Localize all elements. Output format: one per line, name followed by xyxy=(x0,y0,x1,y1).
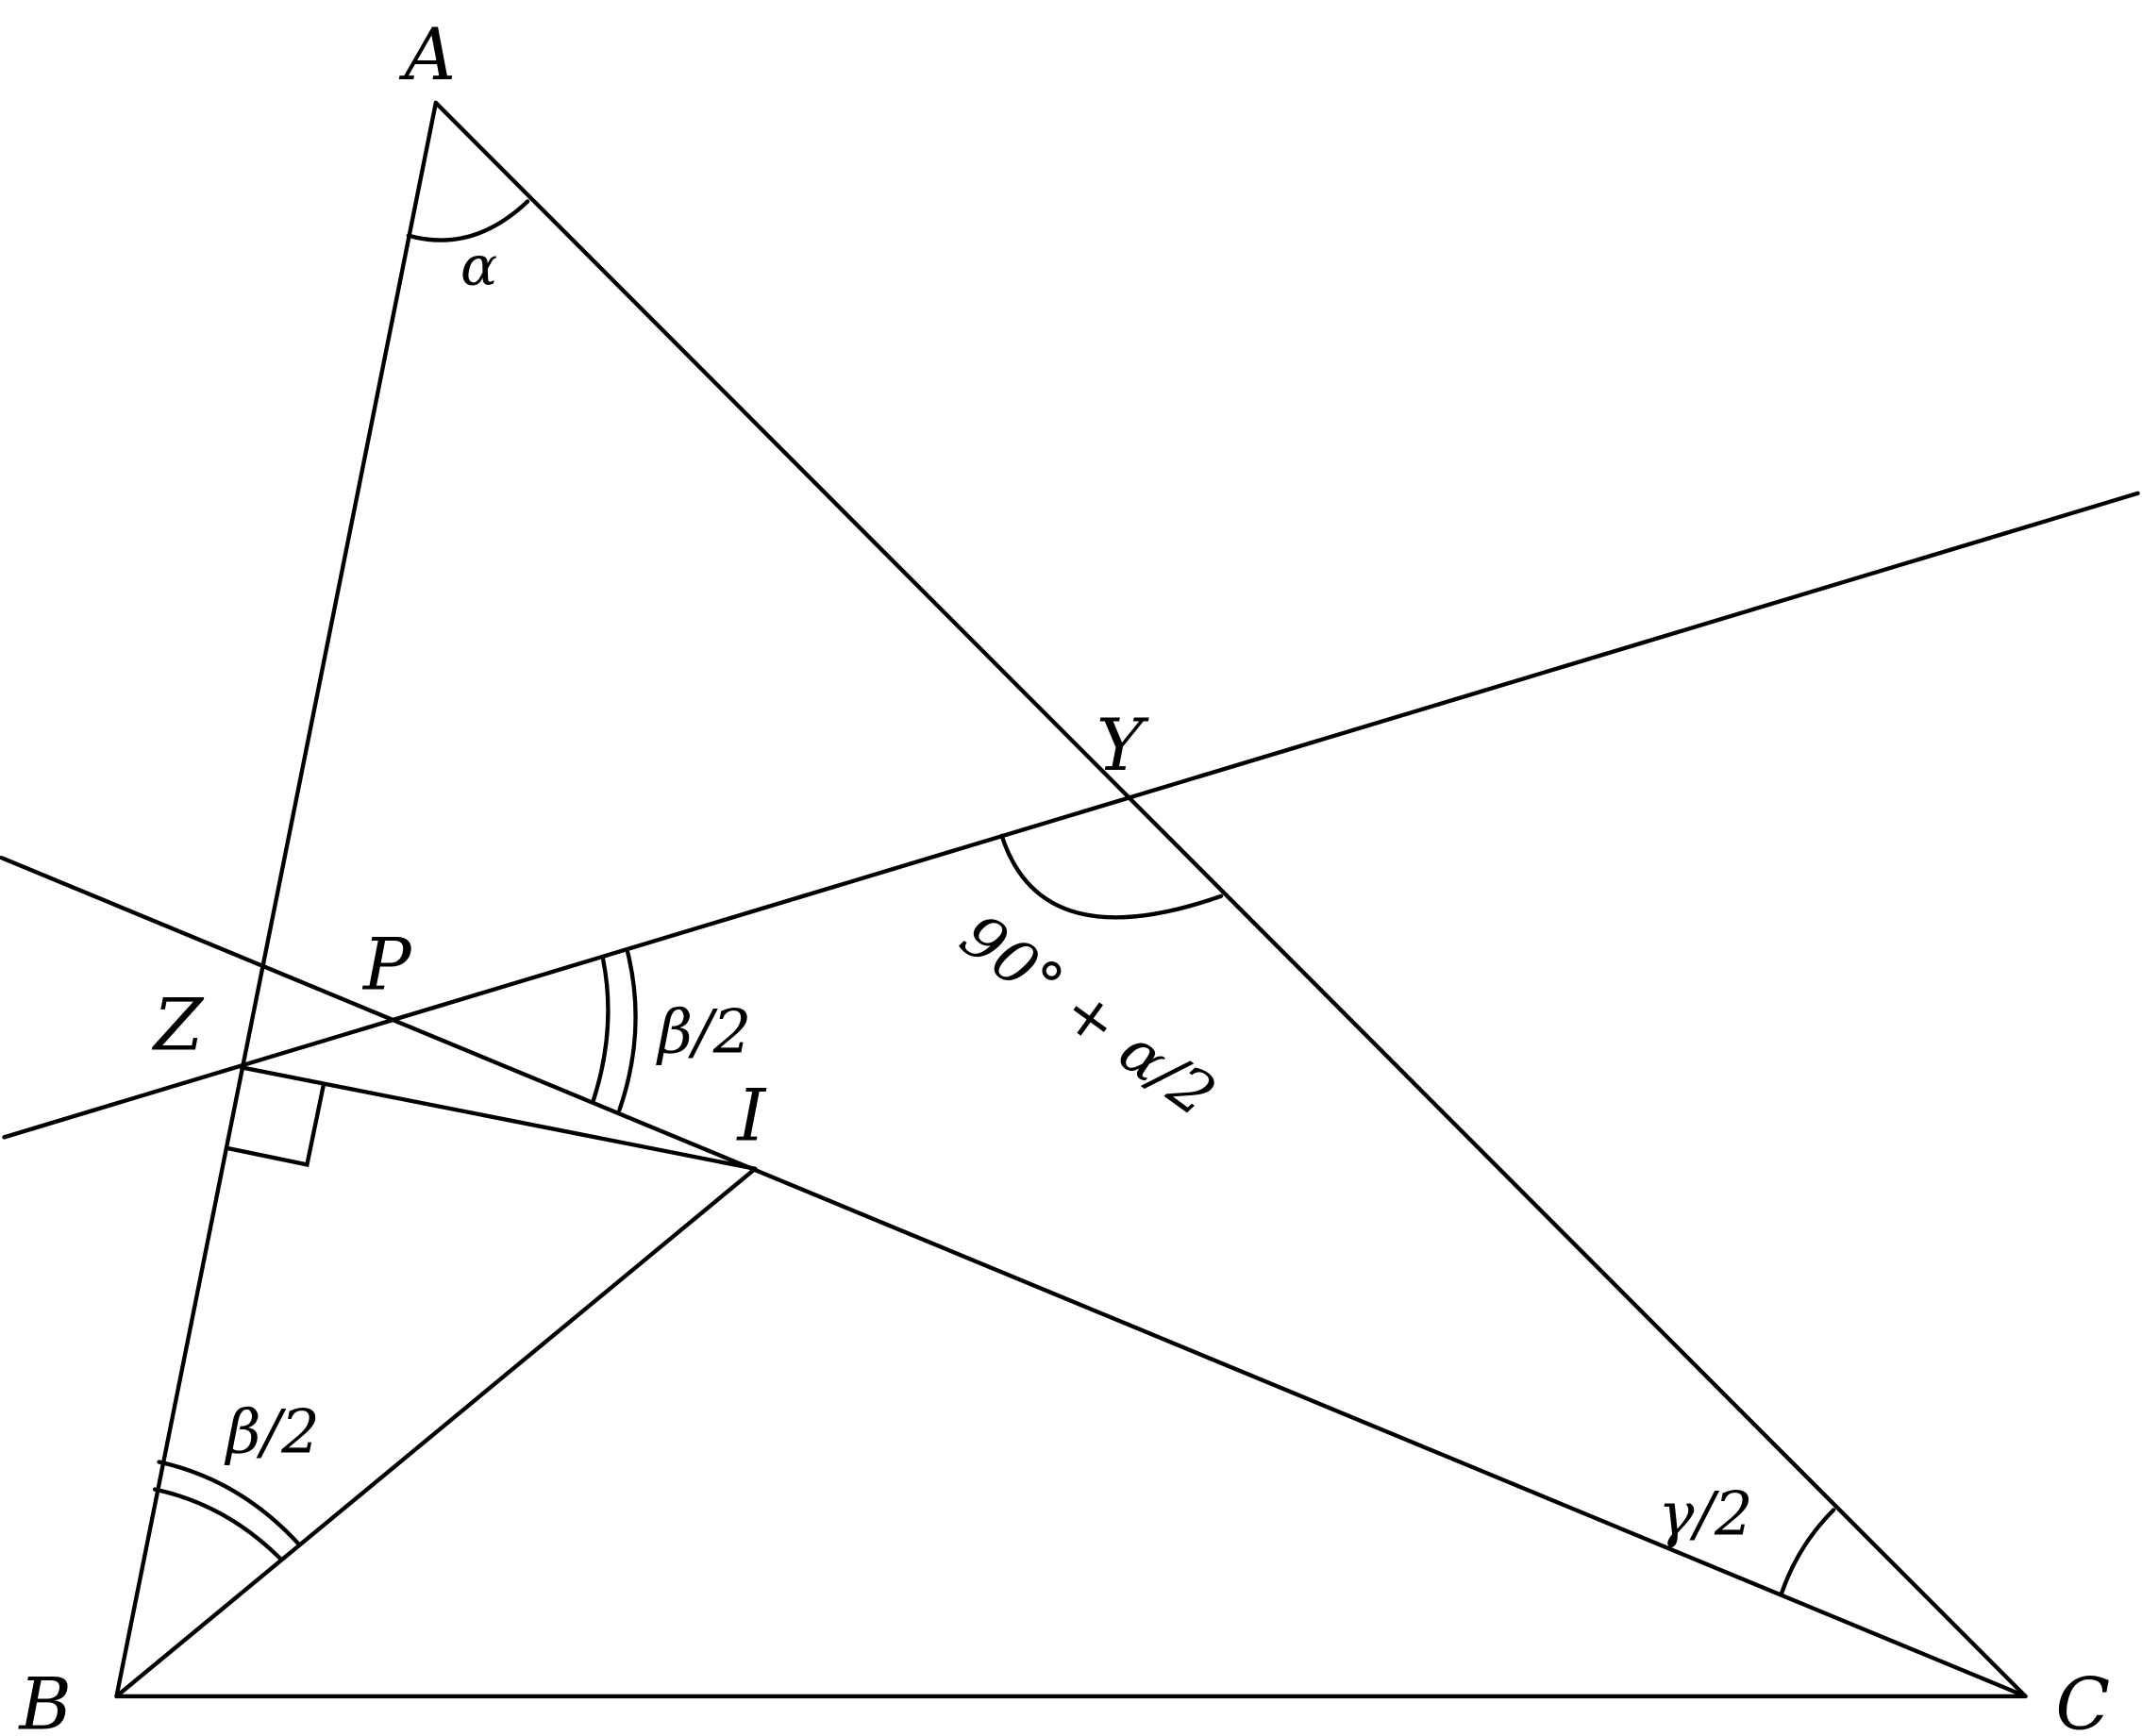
line-ZY xyxy=(2,491,2140,1140)
angle-arc-alpha xyxy=(406,199,530,242)
label-Y: Y xyxy=(1096,704,1149,787)
label-I: I xyxy=(735,1074,767,1157)
label-Z: Z xyxy=(152,983,205,1066)
angle-arc-Y xyxy=(999,833,1224,920)
side-AB xyxy=(114,100,439,1699)
label-P: P xyxy=(361,924,412,1007)
angle-arc-I-inner xyxy=(591,957,611,1103)
angle-arc-B-inner xyxy=(152,1487,283,1561)
right-angle-marker xyxy=(225,1083,326,1167)
angle-arc-B-outer xyxy=(157,1460,301,1546)
label-angle-Y: 90° + α/2 xyxy=(947,901,1227,1131)
label-alpha: α xyxy=(460,234,497,298)
label-C: C xyxy=(2055,1663,2110,1736)
angle-arc-I-outer xyxy=(617,950,638,1112)
segment-ZI xyxy=(239,1065,758,1171)
line-CI xyxy=(0,855,2028,1699)
angle-arc-gamma xyxy=(1779,1508,1836,1596)
label-A: A xyxy=(398,13,456,96)
label-B: B xyxy=(17,1663,71,1736)
label-beta-half-B: β/2 xyxy=(225,1397,320,1467)
label-beta-half-I: β/2 xyxy=(656,997,751,1067)
label-gamma-half: γ/2 xyxy=(1658,1480,1752,1550)
segment-BI xyxy=(114,1166,758,1699)
side-AC xyxy=(433,100,2028,1699)
